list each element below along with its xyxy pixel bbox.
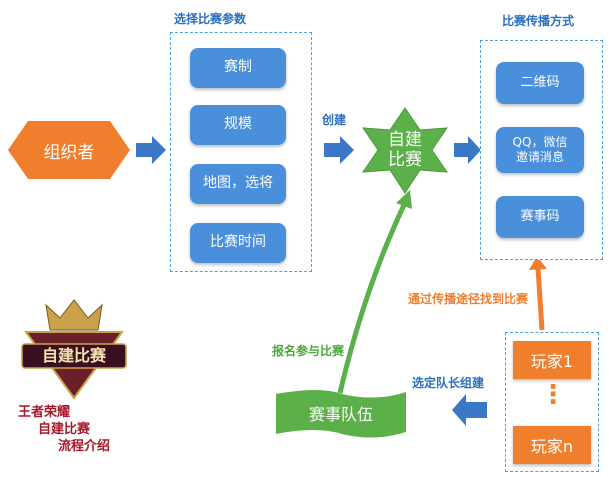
- spread-match-code-button[interactable]: 赛事码: [496, 196, 584, 238]
- spread-title: 比赛传播方式: [502, 14, 575, 28]
- custom-match-label: 自建 比赛: [372, 130, 438, 171]
- team-label: 赛事队伍: [308, 405, 373, 424]
- logo-caption: 王者荣耀 自建比赛 流程介绍: [18, 404, 110, 455]
- custom-match-line1: 自建: [388, 130, 422, 150]
- custom-match-line2: 比赛: [388, 150, 422, 171]
- organizer-node: 组织者: [8, 121, 130, 179]
- arrow-team-to-create-head: [396, 190, 412, 209]
- captain-label: 选定队长组建: [412, 376, 485, 390]
- create-label: 创建: [322, 113, 347, 127]
- players-ellipsis: ⋮: [540, 380, 566, 410]
- param-time-button[interactable]: 比赛时间: [190, 223, 286, 263]
- signup-label: 报名参与比赛: [272, 344, 345, 358]
- logo-emblem: [21, 299, 127, 400]
- spread-qq-wechat-button[interactable]: QQ，微信 邀请消息: [496, 127, 584, 173]
- param-map-hero-button[interactable]: 地图，选将: [190, 164, 286, 204]
- arrow-organizer-to-params: [136, 136, 166, 164]
- arrow-players-to-spread-head: [529, 256, 547, 270]
- player-n-box[interactable]: 玩家n: [513, 426, 591, 464]
- arrow-team-to-create: [337, 203, 407, 394]
- logo-caption-line2: 自建比赛: [38, 422, 91, 437]
- param-scale-button[interactable]: 规模: [190, 105, 286, 145]
- find-match-label: 通过传播途径找到比赛: [408, 292, 529, 306]
- custom-match-star: [362, 107, 448, 194]
- params-title: 选择比赛参数: [174, 12, 247, 26]
- organizer-hexagon: [8, 121, 130, 179]
- organizer-label: 组织者: [43, 142, 95, 163]
- spread-qrcode-button[interactable]: 二维码: [496, 62, 584, 104]
- arrow-params-to-create: [324, 136, 354, 164]
- param-format-button[interactable]: 赛制: [190, 48, 286, 88]
- player-1-box[interactable]: 玩家1: [513, 341, 591, 379]
- logo-emblem-text: 自建比赛: [41, 346, 106, 365]
- arrow-players-to-spread: [535, 267, 545, 331]
- logo-caption-line3: 流程介绍: [58, 439, 111, 454]
- logo-caption-line1: 王者荣耀: [18, 405, 71, 420]
- arrow-create-to-spread: [454, 136, 481, 164]
- team-banner: [276, 390, 406, 438]
- arrow-players-to-team: [452, 394, 487, 426]
